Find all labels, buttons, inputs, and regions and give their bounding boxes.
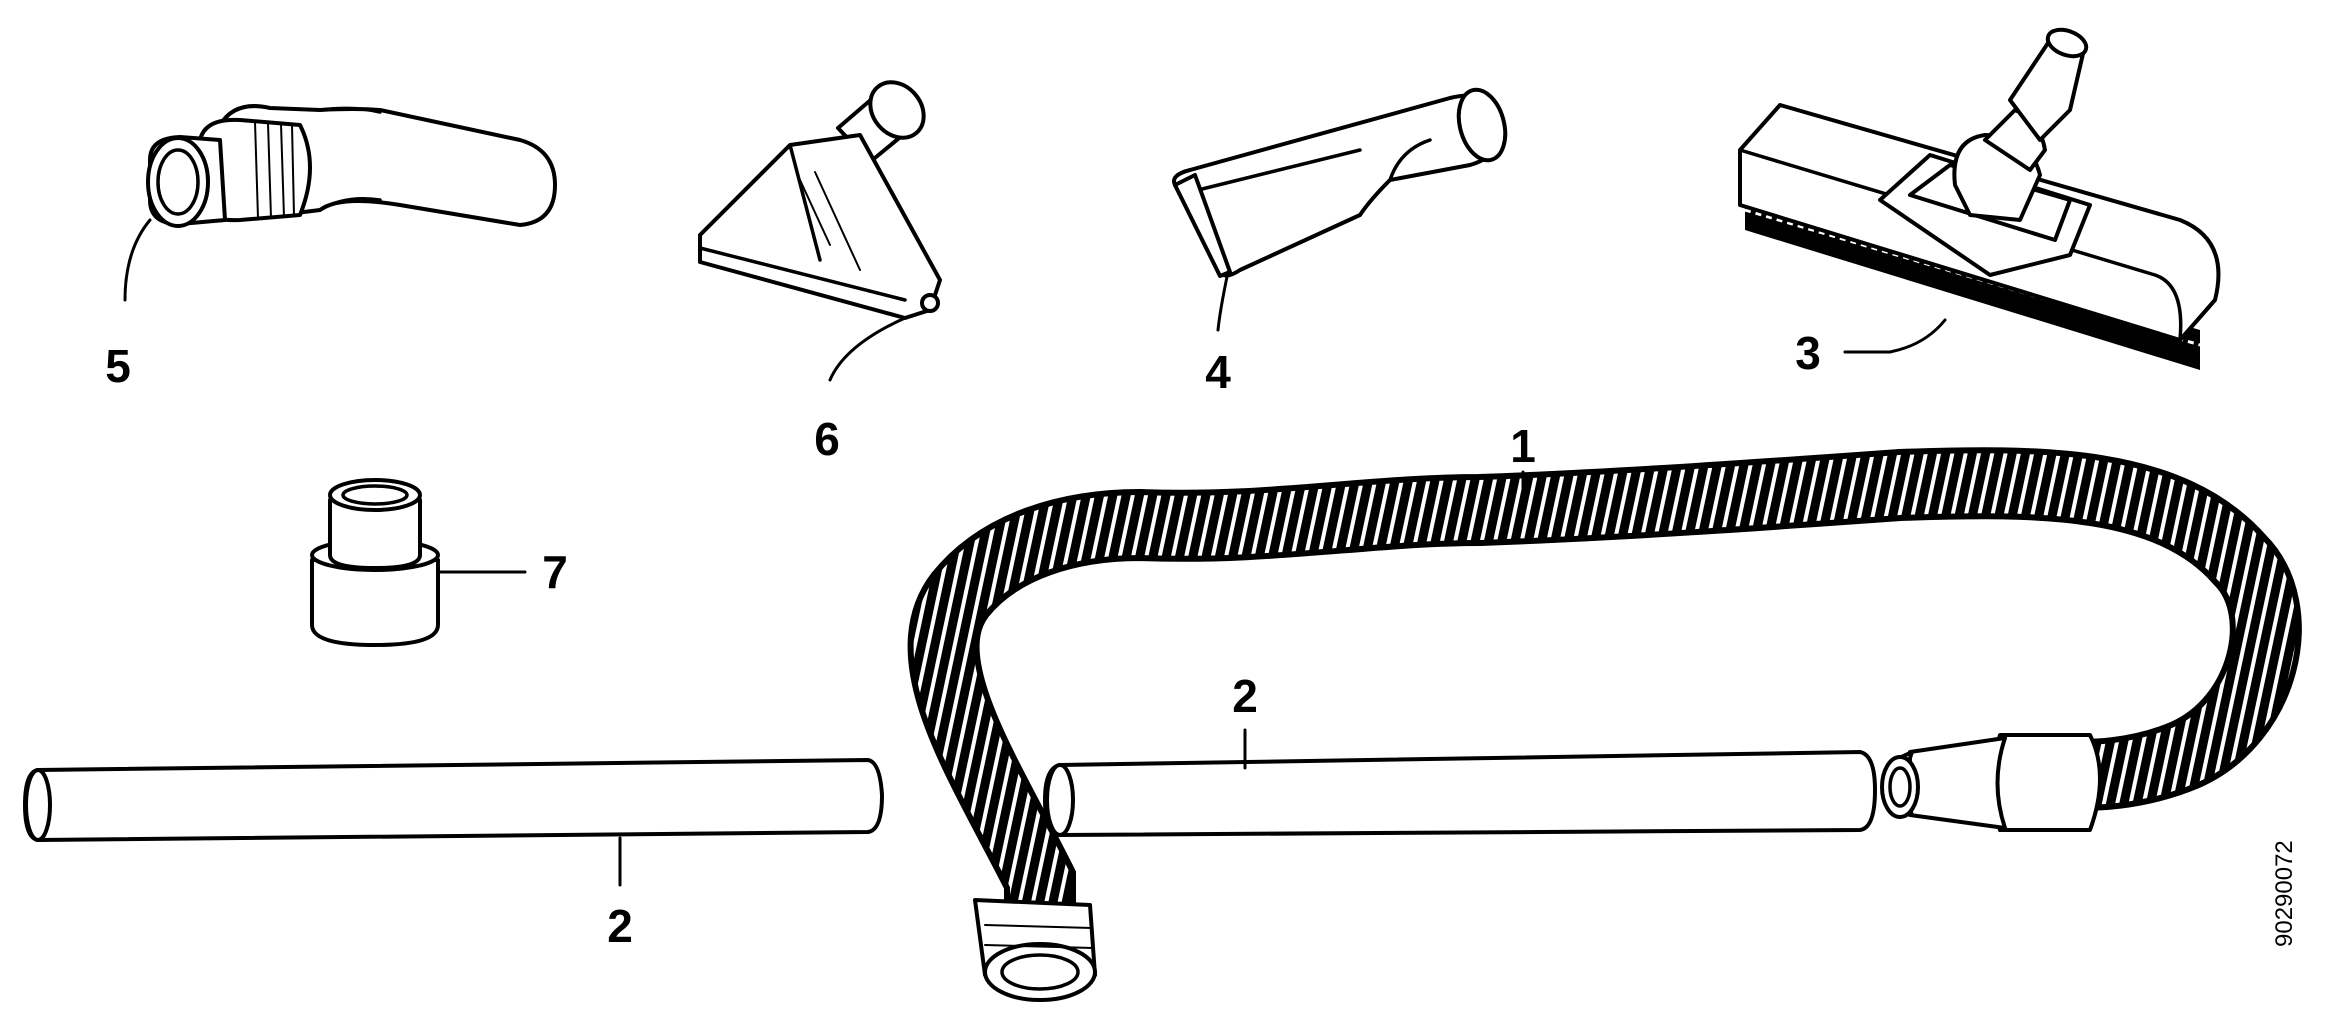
- flexible-hose-part: [907, 447, 2302, 1002]
- callout-4: 4: [1205, 346, 1231, 398]
- adapter-part: [310, 478, 440, 647]
- callout-5: 5: [105, 340, 131, 392]
- bent-handle-part: [146, 104, 557, 228]
- document-id: 90290072: [2271, 840, 2298, 947]
- callout-7: 7: [542, 546, 568, 598]
- crevice-tool-part: [1172, 87, 1508, 278]
- hose-coils: [913, 453, 2296, 905]
- callout-2-right: 2: [1232, 670, 1258, 722]
- callout-2-left: 2: [607, 900, 633, 952]
- extension-tube-right-part: [1043, 750, 1877, 837]
- floor-nozzle-part: [1738, 27, 2221, 370]
- leader-6: [828, 316, 907, 382]
- leader-3: [1843, 318, 1947, 354]
- extension-tube-left-part: [23, 758, 884, 842]
- leader-5: [123, 218, 152, 302]
- callout-3: 3: [1795, 327, 1821, 379]
- callout-1: 1: [1510, 420, 1536, 472]
- callout-6: 6: [814, 413, 840, 465]
- upholstery-nozzle-part: [698, 80, 942, 320]
- leader-4: [1216, 270, 1230, 332]
